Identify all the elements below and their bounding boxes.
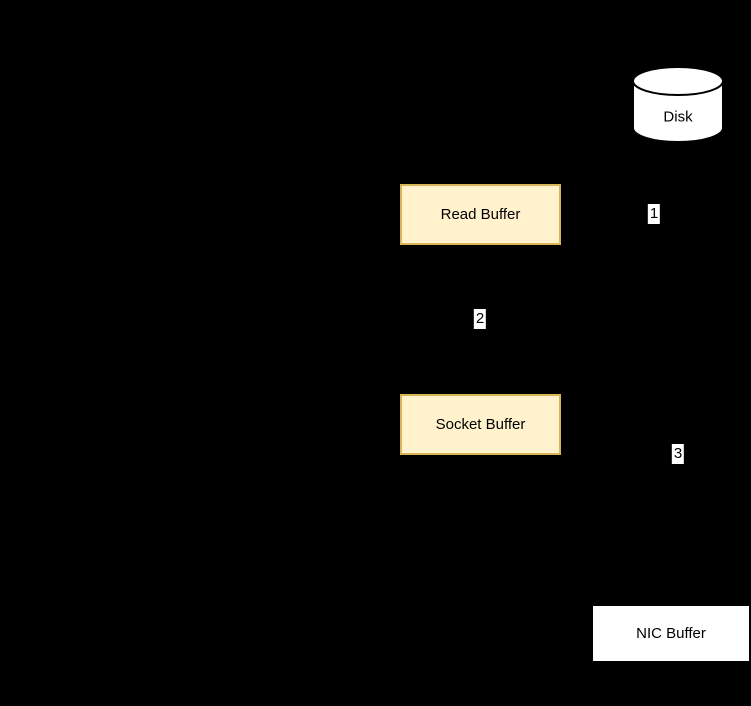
nic-buffer-node-label: NIC Buffer [636,625,706,642]
socket-buffer-node: Socket Buffer [400,394,561,455]
edge-label-step-3: 3 [671,444,685,464]
socket-buffer-node-label: Socket Buffer [435,416,526,433]
edge-label-step-1: 1 [647,204,661,224]
read-buffer-node: Read Buffer [400,184,561,245]
edge-label-step-2: 2 [473,309,487,329]
read-buffer-node-label: Read Buffer [440,206,521,223]
nic-buffer-node: NIC Buffer [591,604,751,663]
disk-cylinder-icon [632,66,724,143]
disk-node-label: Disk [663,108,693,126]
